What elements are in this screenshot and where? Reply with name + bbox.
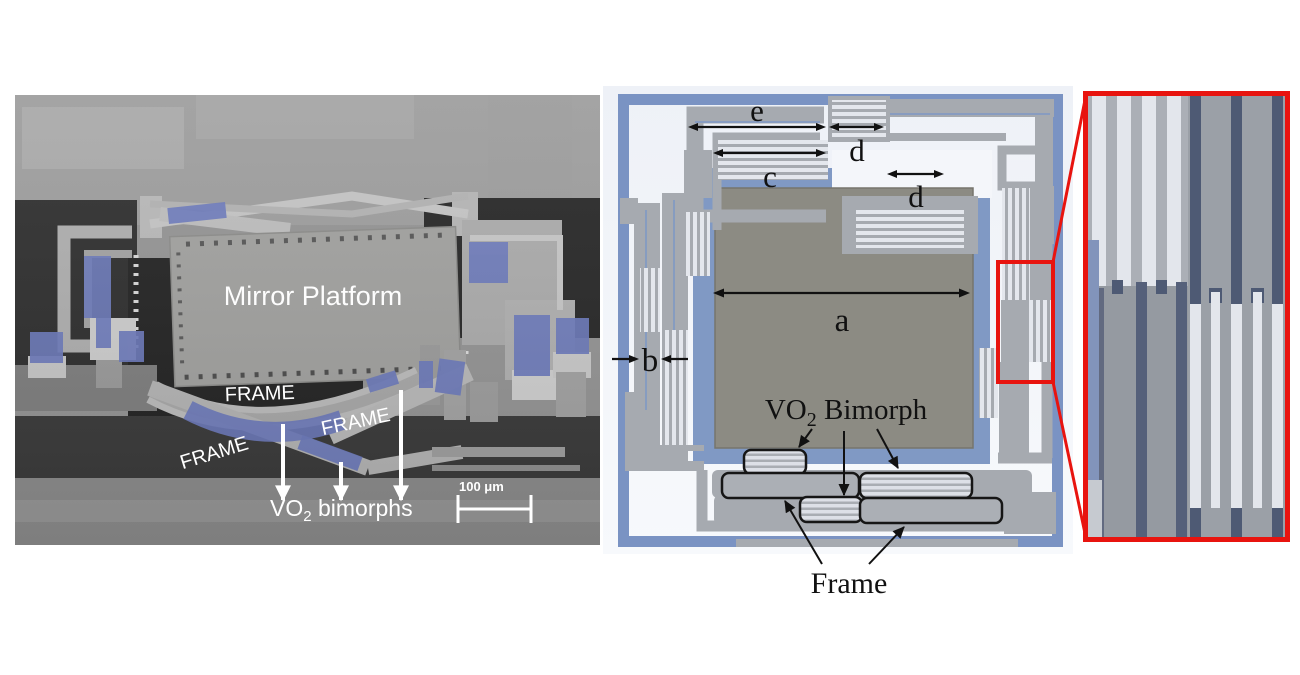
right-actuator-assembly bbox=[979, 160, 1053, 464]
frame-block-left bbox=[720, 471, 861, 500]
bimorph-block-small-left bbox=[742, 448, 808, 476]
dim-label-b: b bbox=[642, 343, 659, 379]
vo2-bimorph-label: VO2 Bimorph bbox=[765, 394, 928, 431]
bimorph-stripes-left-2 bbox=[664, 330, 688, 448]
inset-red-border bbox=[1083, 91, 1290, 542]
dimension-arrows bbox=[612, 123, 970, 363]
bimorph-stripes-right-2 bbox=[1027, 300, 1051, 362]
left-actuator-assembly bbox=[620, 150, 712, 471]
sem-panel: Mirror Platform FRAME FRAME FRAME VO2 bi… bbox=[15, 95, 600, 545]
zoom-source-box bbox=[996, 260, 1055, 384]
dim-label-d-side: d bbox=[908, 179, 924, 214]
vo2-bimorphs-label: VO2 bimorphs bbox=[270, 495, 413, 525]
sem-annotation-arrows bbox=[275, 390, 409, 502]
bimorph-stripes-right-3 bbox=[979, 348, 998, 418]
bimorph-stripes-top-left bbox=[718, 140, 828, 180]
vo2-bimorph-arrows bbox=[798, 428, 899, 497]
frame-label-arrows bbox=[784, 500, 905, 565]
bimorph-block-right bbox=[858, 471, 974, 500]
scale-bar-label: 100 μm bbox=[459, 479, 504, 494]
frame-outlined-blocks bbox=[720, 448, 1004, 525]
dim-label-a: a bbox=[835, 303, 850, 339]
frame-block-right bbox=[858, 496, 1004, 525]
dim-label-d-top: d bbox=[849, 133, 865, 168]
scale-bar bbox=[456, 495, 533, 523]
inset-left-fingers bbox=[1088, 96, 1187, 537]
frame-label-top: FRAME bbox=[224, 382, 295, 406]
inset-right-fingers bbox=[1190, 96, 1283, 537]
mirror-platform-label: Mirror Platform bbox=[224, 281, 403, 311]
bimorph-stripes-left-3 bbox=[686, 212, 710, 276]
bimorph-block-small-mid bbox=[798, 495, 864, 524]
bimorph-stripes-right-1 bbox=[1002, 188, 1030, 300]
bimorph-stripes-left-1 bbox=[640, 268, 660, 332]
schematic-panel: e d c d a b VO2 Bimorph Frame bbox=[603, 86, 1073, 600]
sem-shading-overlay bbox=[15, 95, 600, 545]
dim-label-e: e bbox=[750, 93, 764, 128]
bottom-actuator-assembly bbox=[696, 448, 1056, 547]
bimorph-stripes-top-right bbox=[856, 208, 964, 248]
inset-panel bbox=[1083, 91, 1290, 542]
zoom-connector-lines bbox=[1051, 94, 1088, 539]
dim-label-c: c bbox=[763, 159, 777, 194]
bimorph-stripes-top-mid bbox=[832, 100, 886, 138]
frame-schematic-label: Frame bbox=[811, 567, 888, 600]
